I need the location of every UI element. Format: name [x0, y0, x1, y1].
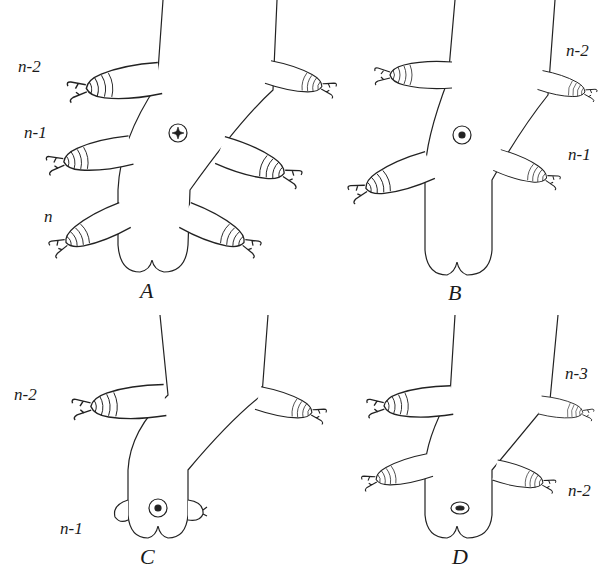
segment-label: n-3	[565, 365, 588, 382]
segment-label: n-2	[566, 42, 589, 59]
segment-label: n-2	[14, 386, 37, 403]
leg	[46, 202, 132, 262]
body-outline	[425, 315, 558, 538]
claw	[203, 507, 207, 516]
body-outline	[118, 0, 277, 272]
leg	[255, 386, 328, 428]
panel-a	[45, 0, 338, 272]
panel-d	[360, 315, 595, 538]
panel-b	[345, 0, 598, 275]
leg	[492, 460, 557, 497]
anus-dot	[155, 505, 161, 511]
leg	[215, 136, 305, 193]
leg	[538, 396, 595, 424]
segment-label: n-1	[60, 520, 83, 537]
leg	[66, 62, 162, 107]
segment-label: n-1	[24, 124, 47, 141]
leg	[45, 135, 134, 179]
anus-star	[172, 127, 184, 139]
segment-label: n-2	[18, 58, 41, 75]
leg	[71, 384, 166, 425]
leg	[360, 453, 433, 495]
anus-inner	[456, 506, 464, 510]
leg	[345, 151, 435, 208]
leg	[375, 61, 452, 88]
anus	[169, 124, 187, 142]
body-outline	[425, 0, 555, 275]
anus-dot	[459, 132, 465, 138]
anus	[149, 499, 167, 517]
leg	[537, 70, 598, 105]
panel-letter: A	[140, 280, 153, 302]
panel-letter: D	[452, 546, 468, 568]
leg	[265, 60, 338, 102]
segment-label: n-1	[568, 146, 591, 163]
leg	[179, 202, 265, 262]
segment-label: n	[44, 208, 53, 225]
panel-letter: B	[448, 282, 461, 304]
anus	[451, 502, 469, 514]
body-outline	[128, 315, 268, 538]
leg	[366, 385, 453, 422]
leg-stub	[115, 500, 128, 521]
panel-c	[71, 315, 328, 538]
segment-label: n-2	[568, 482, 591, 499]
panel-letter: C	[140, 546, 155, 568]
anus	[453, 126, 471, 144]
leg	[493, 149, 563, 193]
leg-stub	[188, 500, 203, 520]
